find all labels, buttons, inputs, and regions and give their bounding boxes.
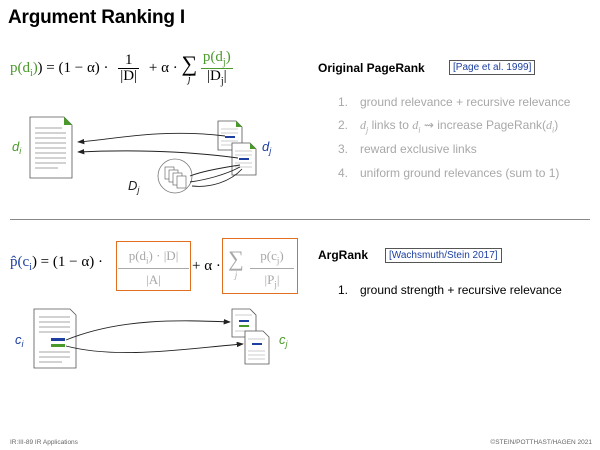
pagerank-list-item-2: 2.dj links to di ⇝ increase PageRank(di): [338, 118, 559, 135]
pagerank-fraction-two: p(dj) |Dj|: [200, 49, 233, 87]
label-cj: cj: [279, 332, 289, 349]
label-di: di: [12, 139, 22, 156]
argument-cj-icon: [244, 330, 270, 365]
footer-left: IR:III-89 IR Applications: [10, 439, 78, 446]
argrank-heading: ArgRank: [318, 248, 369, 262]
pagerank-plus-alpha: + α ·: [148, 59, 178, 76]
pagerank-reference-link[interactable]: [Page et al. 1999]: [449, 60, 536, 75]
argrank-formula: p̂(ci) = (1 − α) ·: [10, 255, 103, 273]
pagerank-formula: p(di) ) = (1 − α) · 1 |D| + α · ∑ j p(dj…: [10, 50, 233, 87]
pagerank-formula-lhs: p(di): [10, 59, 38, 79]
argrank-formula-eq: ) = (1 − α) ·: [31, 254, 103, 270]
footer-right: ©STEIN/POTTHAST/HAGEN 2021: [490, 439, 592, 446]
argrank-recursive-sum: ∑ j: [228, 246, 244, 281]
label-dj: dj: [262, 139, 272, 156]
section-divider: [10, 219, 590, 220]
argrank-reference-link[interactable]: [Wachsmuth/Stein 2017]: [385, 248, 502, 263]
pagerank-formula-eq: ) = (1 − α) ·: [37, 59, 109, 76]
argrank-list-item-1: 1.ground strength + recursive relevance: [338, 283, 562, 297]
argrank-recursive-fraction: p(cj) |Pj|: [250, 248, 294, 291]
pagerank-sum: ∑ j: [181, 50, 198, 85]
pagerank-diagram: di dj Dj: [12, 116, 272, 195]
document-di-icon: [29, 116, 73, 179]
argrank-diagram: ci cj: [15, 308, 289, 369]
argrank-recursive-box: [222, 238, 298, 294]
argrank-ground-box: [116, 241, 191, 291]
pagerank-list-item-3: 3.reward exclusive links: [338, 142, 477, 156]
argrank-ground-fraction: p(di) · |D| |A|: [118, 248, 189, 288]
slide-title: Argument Ranking I: [8, 7, 185, 28]
document-dj-icon: [231, 142, 257, 176]
argument-ci-icon: [33, 308, 77, 369]
argrank-plus-alpha: + α ·: [192, 258, 221, 274]
pagerank-fraction-one: 1 |D|: [118, 52, 140, 84]
pagerank-list-item-4: 4.uniform ground relevances (sum to 1): [338, 166, 560, 180]
outlinks-set-icon: [157, 158, 193, 194]
pagerank-heading: Original PageRank: [318, 61, 425, 75]
label-Dj: Dj: [128, 178, 140, 195]
pagerank-list-item-1: 1.ground relevance + recursive relevance: [338, 95, 571, 109]
label-ci: ci: [15, 332, 25, 349]
argrank-formula-lhs: p̂(ci: [10, 254, 32, 273]
